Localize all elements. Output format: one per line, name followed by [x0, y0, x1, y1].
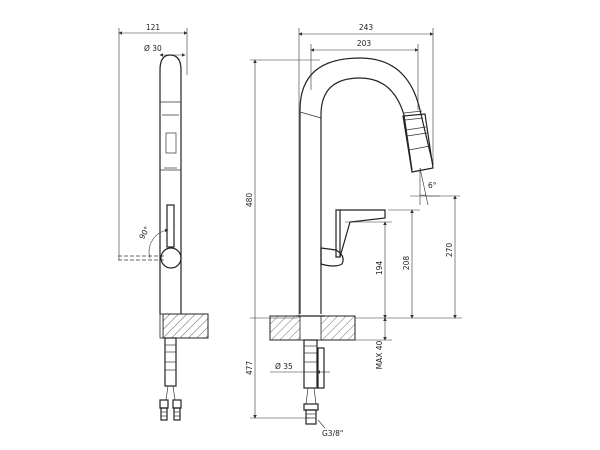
side-lever-hub [160, 247, 182, 269]
spray-angle-label: 6° [428, 181, 437, 190]
front-view: 243 203 480 6° 270 [245, 23, 462, 438]
lever-hub [320, 247, 344, 267]
hole-diameter-label: Ø 35 [275, 362, 293, 371]
side-lever [166, 204, 175, 248]
side-body [159, 54, 182, 314]
lever-height-label: 208 [402, 256, 411, 271]
body-height-label: 194 [375, 261, 384, 276]
spout-height-label: 270 [445, 243, 454, 258]
overall-reach-label: 243 [359, 23, 374, 32]
total-height-label: 480 [245, 193, 254, 208]
spout-reach-label: 203 [357, 39, 372, 48]
spray-head [402, 113, 434, 173]
mounting-stem [303, 339, 318, 389]
side-width-label: 121 [146, 23, 161, 32]
lever-angle-label: 90° [137, 225, 152, 241]
connection-label: G3/8" [322, 429, 343, 438]
spout-inner [320, 77, 413, 314]
hose-connector [305, 409, 317, 425]
below-deck-label: 477 [245, 361, 254, 376]
lever-handle [339, 209, 386, 258]
side-diameter-label: Ø 30 [144, 44, 162, 53]
spout-outer [299, 57, 434, 314]
side-button [165, 132, 177, 154]
deck-thickness-label: MAX 40 [375, 340, 384, 369]
side-view: 121 Ø 30 90° [118, 23, 209, 421]
